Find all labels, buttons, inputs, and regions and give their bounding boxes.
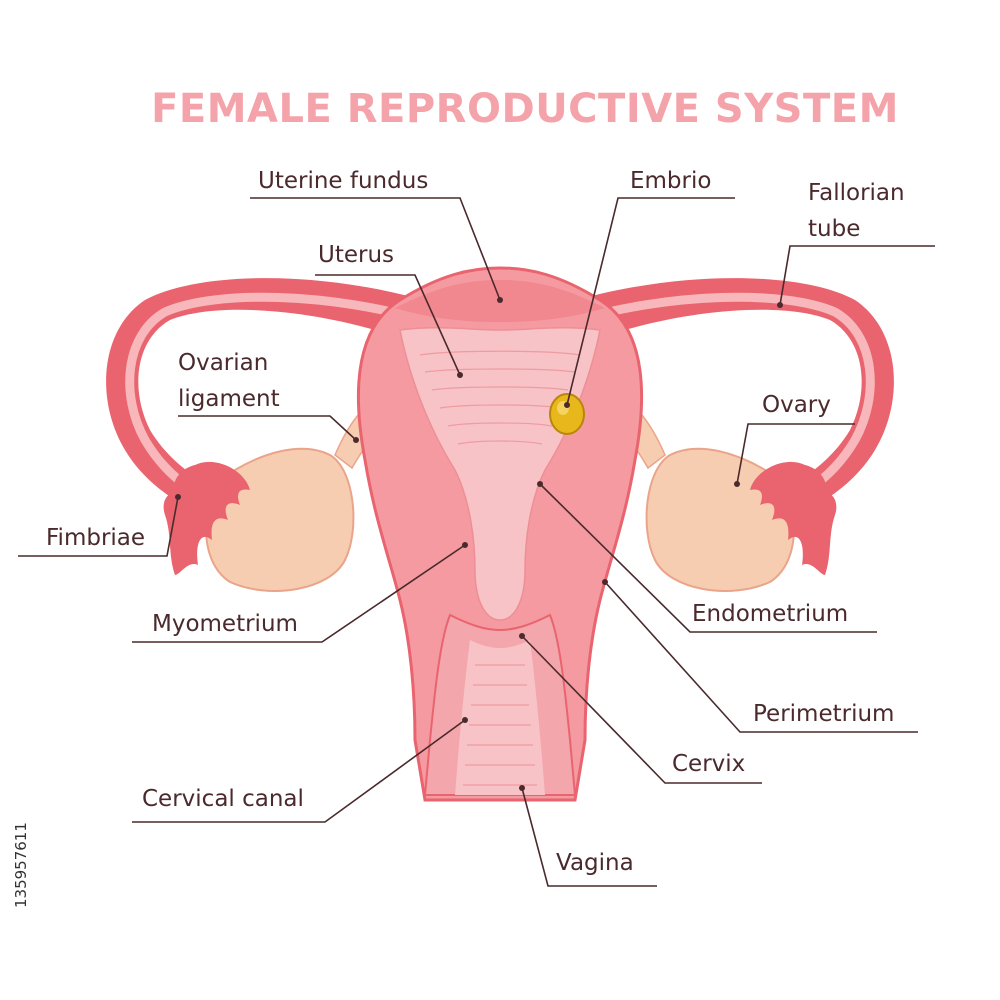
label-ovarian-ligament-line2: ligament	[178, 386, 280, 412]
diagram-title: FEMALE REPRODUCTIVE SYSTEM	[151, 86, 899, 132]
label-fallorian-tube-line1: Fallorian	[808, 180, 905, 206]
label-fimbriae: Fimbriae	[46, 525, 145, 551]
endometrium-cavity	[399, 327, 601, 621]
label-ovarian-ligament-line1: Ovarian	[178, 350, 268, 376]
label-uterine-fundus: Uterine fundus	[258, 168, 428, 194]
right-tube-lumen	[565, 292, 875, 490]
label-perimetrium: Perimetrium	[753, 701, 894, 727]
label-myometrium: Myometrium	[152, 611, 298, 637]
label-cervical-canal: Cervical canal	[142, 786, 304, 812]
cervical-canal-texture	[463, 664, 537, 786]
label-embrio: Embrio	[630, 168, 711, 194]
stock-id: 135957611	[12, 822, 30, 908]
left-fimbriae	[163, 461, 250, 575]
label-uterus: Uterus	[318, 242, 394, 268]
cervical-canal	[455, 640, 545, 795]
right-fimbriae	[750, 461, 837, 575]
label-endometrium: Endometrium	[692, 601, 848, 627]
labels: Uterine fundus Embrio Fallorian tube Ute…	[46, 168, 905, 876]
leader-lines	[18, 197, 935, 887]
left-tube-lumen	[125, 292, 435, 490]
label-ovary: Ovary	[762, 392, 831, 418]
label-vagina: Vagina	[556, 850, 634, 876]
label-fallorian-tube-line2: tube	[808, 216, 860, 242]
embryo	[549, 393, 585, 435]
label-cervix: Cervix	[672, 751, 745, 777]
